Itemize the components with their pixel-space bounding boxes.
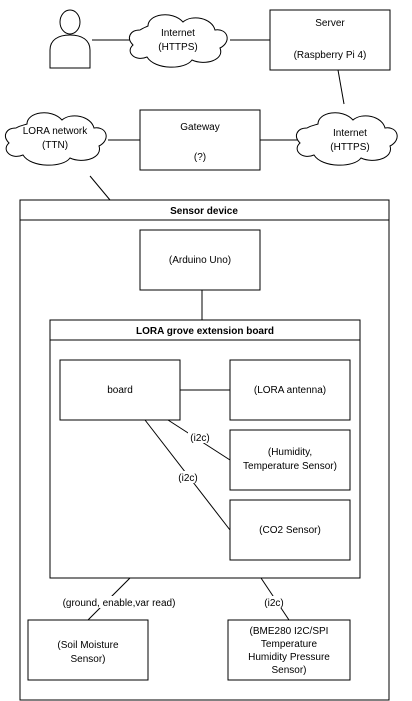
- bme280-node: (BME280 I2C/SPI Temperature Humidity Pre…: [227, 619, 351, 681]
- internet-top-line-2: (HTTPS): [158, 42, 197, 53]
- lora-antenna-label: (LORA antenna): [254, 385, 326, 396]
- bme-line-4: Sensor): [271, 665, 306, 676]
- board-label: board: [107, 385, 133, 396]
- co2-sensor-node: (CO2 Sensor): [229, 499, 351, 561]
- sensor-device-title: Sensor device: [170, 206, 238, 217]
- gateway-line-3: (?): [194, 152, 206, 163]
- lora-network-cloud: LORA network (TTN): [5, 112, 107, 166]
- humidity-line-2: Temperature Sensor): [243, 461, 337, 472]
- edge-label-board-humidity: (i2c): [190, 433, 209, 444]
- bme-line-2: Temperature: [261, 639, 318, 650]
- bme-line-1: (BME280 I2C/SPI: [250, 626, 329, 637]
- lora-board-title: LORA grove extension board: [136, 326, 274, 337]
- server-line-3: (Raspberry Pi 4): [294, 50, 367, 61]
- server-line-1: Server: [315, 18, 345, 29]
- internet-top-line-1: Internet: [161, 28, 195, 39]
- internet-cloud-top: Internet (HTTPS): [129, 14, 228, 68]
- person-icon: [49, 9, 91, 69]
- edge-lora-device: [89, 175, 111, 201]
- user-node: [49, 9, 91, 69]
- edge-label-board-co2: (i2c): [178, 473, 197, 484]
- gateway-node: Gateway (?): [139, 109, 261, 171]
- lora-network-line-2: (TTN): [42, 140, 68, 151]
- gateway-line-1: Gateway: [180, 122, 219, 133]
- lora-board-container: LORA grove extension board: [49, 319, 361, 579]
- humidity-line-1: (Humidity,: [268, 447, 312, 458]
- soil-sensor-node: (Soil Moisture Sensor): [27, 619, 149, 681]
- board-node: board: [59, 359, 181, 421]
- soil-line-2: Sensor): [70, 654, 105, 665]
- bme-line-3: Humidity Pressure: [248, 652, 330, 663]
- soil-line-1: (Soil Moisture: [57, 640, 119, 651]
- edge-server-internet: [337, 69, 345, 105]
- edge-labels: (i2c) (i2c) (ground, enable,var read) (i…: [56, 431, 286, 609]
- arduino-node: (Arduino Uno): [139, 229, 261, 291]
- lora-antenna-node: (LORA antenna): [229, 359, 351, 421]
- lora-network-line-1: LORA network: [23, 126, 88, 137]
- server-node: Server (Raspberry Pi 4): [269, 9, 391, 71]
- humidity-sensor-node: (Humidity, Temperature Sensor): [229, 429, 351, 491]
- sensor-device-container: Sensor device: [19, 199, 390, 701]
- internet-right-line-2: (HTTPS): [330, 142, 369, 153]
- internet-cloud-right: Internet (HTTPS): [296, 112, 398, 166]
- edge-label-soil: (ground, enable,var read): [63, 598, 176, 609]
- edge-label-bme: (i2c): [264, 598, 283, 609]
- internet-right-line-1: Internet: [333, 128, 367, 139]
- arduino-label: (Arduino Uno): [169, 255, 231, 266]
- co2-label: (CO2 Sensor): [259, 525, 321, 536]
